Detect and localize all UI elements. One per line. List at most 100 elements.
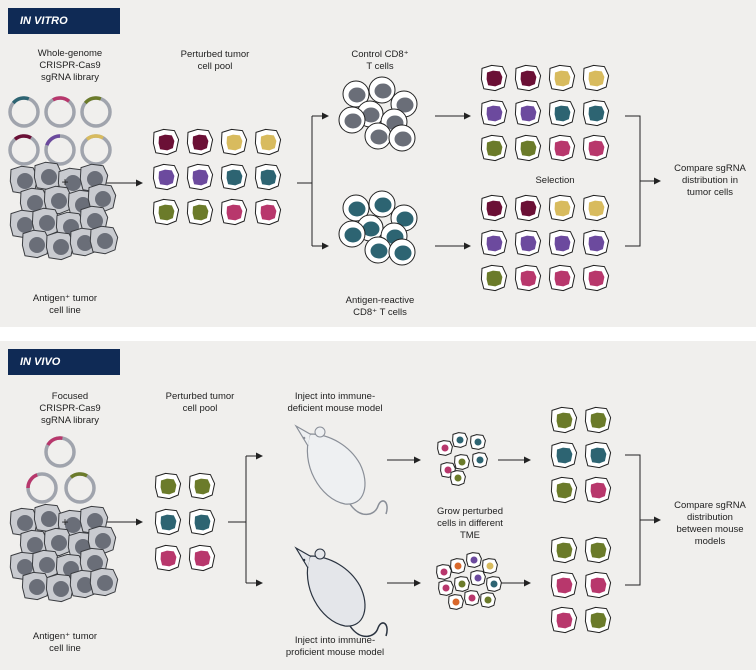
perturbed-tumor-cell (550, 476, 578, 504)
perturbed-tumor-cell (480, 264, 508, 292)
small-tumor-cell (470, 570, 486, 586)
perturbed-tumor-cell (582, 229, 610, 257)
perturbed-tumor-cell (548, 134, 576, 162)
small-tumor-cell (482, 558, 498, 574)
perturbed-tumor-cell (514, 134, 542, 162)
perturbed-tumor-cell (480, 99, 508, 127)
tcell-group (338, 190, 418, 266)
sgrna-plasmid-icon (44, 134, 76, 166)
sgrna-plasmid-icon (44, 436, 76, 468)
small-tumor-cell (450, 470, 466, 486)
perturbed-tumor-cell (152, 128, 180, 156)
sgrna-plasmid-icon (44, 96, 76, 128)
perturbed-tumor-cell (154, 508, 182, 536)
sgrna-plasmid-icon (8, 96, 40, 128)
deficient-mouse-label: Inject into immune-deficient mouse model (287, 391, 383, 414)
perturbed-tumor-cell (548, 64, 576, 92)
perturbed-tumor-cell (548, 194, 576, 222)
perturbed-tumor-cell (480, 64, 508, 92)
sgrna-plasmid-icon (80, 134, 112, 166)
small-tumor-cell (464, 590, 480, 606)
small-tumor-cell (448, 594, 464, 610)
perturbed-tumor-cell (152, 198, 180, 226)
perturbed-tumor-cell (152, 163, 180, 191)
perturbed-tumor-cell (480, 134, 508, 162)
perturbed-tumor-cell (548, 264, 576, 292)
perturbed-tumor-cell (514, 229, 542, 257)
control-tcells-label: Control CD8⁺T cells (351, 49, 409, 72)
perturbed-tumor-cell (514, 264, 542, 292)
small-tumor-cell (438, 580, 454, 596)
small-tumor-cell (437, 440, 453, 456)
perturbed-tumor-cell (186, 163, 214, 191)
small-tumor-cell (480, 592, 496, 608)
sgrna-plasmid-icon (80, 96, 112, 128)
proficient-mouse-label: Inject into immune-proficient mouse mode… (285, 635, 385, 658)
small-tumor-cell (436, 564, 452, 580)
small-tumor-cell (472, 452, 488, 468)
perturbed-tumor-cell (584, 441, 612, 469)
perturbed-tumor-cell (548, 229, 576, 257)
perturbed-tumor-cell (514, 64, 542, 92)
vivo-plus-sign: + (61, 515, 69, 529)
perturbed-tumor-cell (254, 128, 282, 156)
selection-label: Selection (535, 175, 575, 186)
sgrna-plasmid-icon (26, 472, 58, 504)
small-tumor-cell (470, 434, 486, 450)
perturbed-tumor-cell (254, 198, 282, 226)
perturbed-tumor-cell (480, 229, 508, 257)
tumor-cell-clusters (9, 161, 119, 603)
perturbed-tumor-cell (584, 606, 612, 634)
vitro-plus-sign: + (61, 175, 69, 189)
perturbed-tumor-cell (514, 194, 542, 222)
perturbed-tumor-cell (582, 134, 610, 162)
mouse-models (294, 424, 388, 638)
perturbed-tumor-cell (582, 194, 610, 222)
perturbed-tumor-cell (154, 472, 182, 500)
small-tumor-cell (454, 576, 470, 592)
perturbed-tumor-cell (584, 536, 612, 564)
perturbed-tumor-cell (550, 406, 578, 434)
tumor-cell-cluster (9, 161, 119, 261)
small-tumor-cell (454, 454, 470, 470)
perturbed-tumor-cell (154, 544, 182, 572)
perturbed-tumor-cell (186, 128, 214, 156)
perturbed-tumor-cell (550, 441, 578, 469)
perturbed-tumor-cell (188, 544, 216, 572)
mouse-icon (294, 546, 388, 638)
in-vivo-tag: IN VIVO (8, 349, 120, 375)
small-tumor-cell (450, 558, 466, 574)
mouse-icon (294, 424, 388, 516)
tumor-cell-cluster (9, 503, 119, 603)
t-cell-groups (338, 76, 418, 266)
tcell-group (338, 76, 418, 152)
perturbed-tumor-cell (220, 128, 248, 156)
perturbed-tumor-cell (188, 508, 216, 536)
connector-line (625, 115, 641, 247)
perturbed-tumor-cell (186, 198, 214, 226)
perturbed-tumor-cell (480, 194, 508, 222)
perturbed-tumor-cell (188, 472, 216, 500)
sgrna-plasmid-icon (8, 134, 40, 166)
perturbed-tumor-cell (582, 99, 610, 127)
flow-arrows (105, 112, 661, 587)
sgrna-plasmid-icon (64, 472, 96, 504)
small-tumor-cell (486, 576, 502, 592)
perturbed-tumor-cell (220, 198, 248, 226)
perturbed-tumor-cell (584, 476, 612, 504)
perturbed-tumor-cell (514, 99, 542, 127)
perturbed-tumor-cell (550, 606, 578, 634)
in-vitro-tag: IN VITRO (8, 8, 120, 34)
perturbed-tumor-cell (220, 163, 248, 191)
